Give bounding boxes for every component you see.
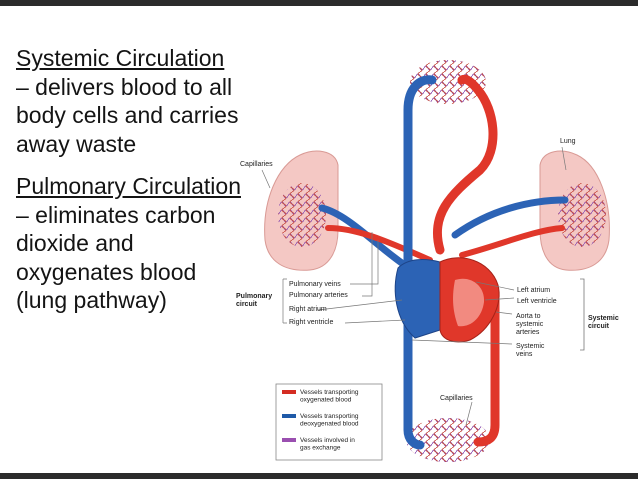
- label-systemic-veins: Systemic veins: [516, 343, 546, 358]
- label-left-atrium: Left atrium: [517, 287, 550, 294]
- label-left-ventricle: Left ventricle: [517, 298, 557, 305]
- left-ventricle-chamber: [453, 278, 485, 327]
- label-systemic-circuit: Systemic circuit: [588, 315, 621, 330]
- left-pulmonary-vein: [325, 225, 433, 263]
- label-right-ventricle: Right ventricle: [289, 319, 333, 326]
- legend-oxygenated: Vessels transporting oxygenated blood: [300, 389, 360, 404]
- systemic-heading: Systemic Circulation: [16, 45, 225, 71]
- label-aorta: Aorta to systemic arteries: [516, 313, 545, 336]
- legend-swatch-deoxygenated: [282, 414, 296, 418]
- inferior-vena-cava: [403, 310, 425, 450]
- label-capillaries-top: Capillaries: [240, 161, 273, 168]
- right-pulmonary-vein: [459, 225, 565, 258]
- legend-swatch-oxygenated: [282, 390, 296, 394]
- lower-body-capillaries: [406, 418, 490, 462]
- label-pulmonary-arteries: Pulmonary arteries: [289, 292, 348, 299]
- slide-text: Systemic Circulation – delivers blood to…: [16, 44, 241, 315]
- label-lung: Lung: [560, 138, 576, 145]
- legend-gas-exchange: Vessels involved in gas exchange: [300, 437, 357, 452]
- descending-aorta: [473, 295, 500, 447]
- label-pulmonary-circuit: Pulmonary circuit: [236, 293, 274, 308]
- upper-body-capillaries: [410, 60, 486, 104]
- heart-right-side: [394, 259, 441, 339]
- superior-vena-cava: [403, 75, 437, 267]
- pulmonary-paragraph: Pulmonary Circulation – eliminates carbo…: [16, 172, 241, 315]
- right-pulmonary-artery: [451, 196, 569, 239]
- legend: Vessels transporting oxygenated blood Ve…: [275, 383, 383, 461]
- legend-swatch-gas-exchange: [282, 438, 296, 442]
- right-lung-capillaries: [558, 183, 606, 247]
- systemic-paragraph: Systemic Circulation – delivers blood to…: [16, 44, 241, 158]
- circulation-diagram: Capillaries Lung Pulmonary veins Pulmona…: [236, 60, 621, 462]
- legend-deoxygenated: Vessels transporting deoxygenated blood: [300, 413, 360, 428]
- systemic-description: – delivers blood to all body cells and c…: [16, 73, 239, 157]
- label-right-atrium: Right atrium: [289, 306, 327, 313]
- aortic-arch: [432, 74, 498, 255]
- pulmonary-description: – eliminates carbon dioxide and oxygenat…: [16, 201, 216, 314]
- slide: Systemic Circulation – delivers blood to…: [0, 6, 638, 473]
- label-pulmonary-veins: Pulmonary veins: [289, 281, 341, 288]
- label-capillaries-bottom: Capillaries: [440, 395, 473, 402]
- left-lung-capillaries: [278, 183, 326, 247]
- pulmonary-heading: Pulmonary Circulation: [16, 173, 241, 199]
